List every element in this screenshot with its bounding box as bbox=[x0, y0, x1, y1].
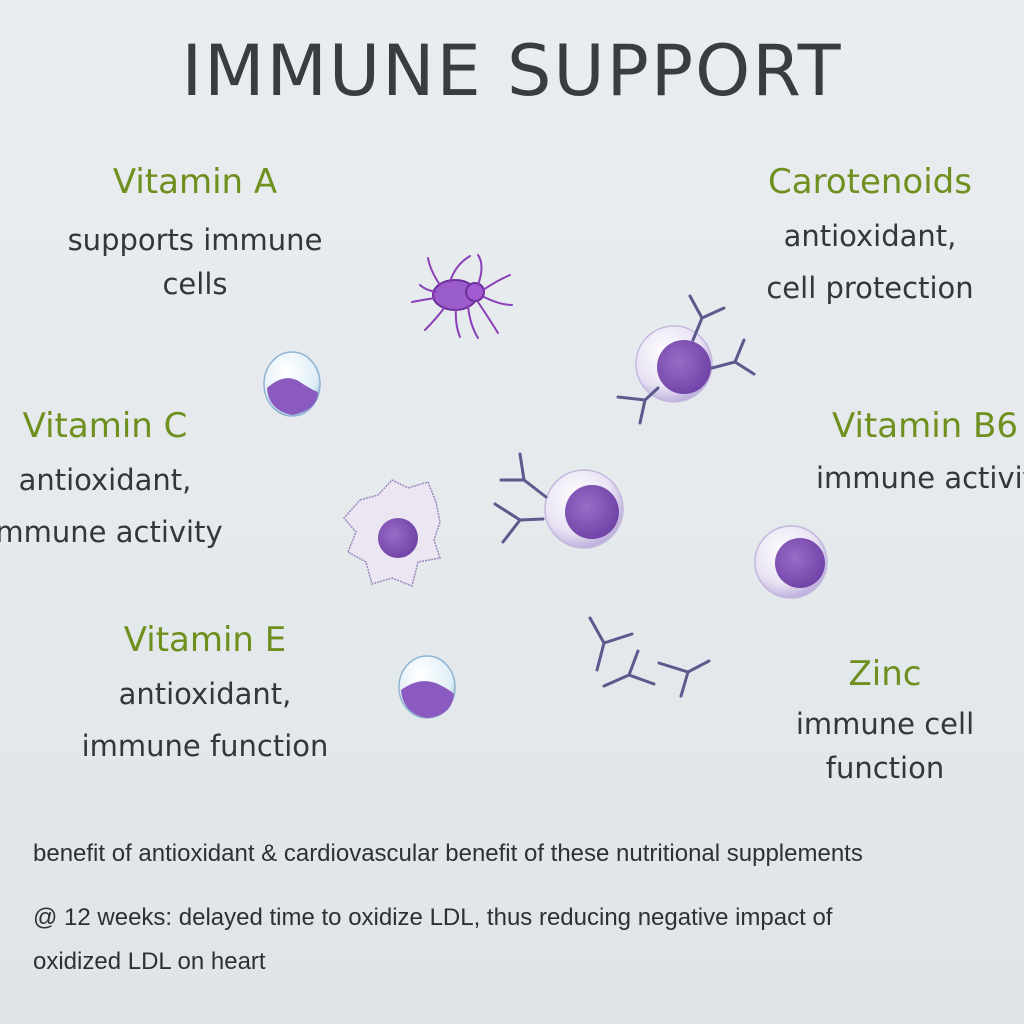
macrophage-cell-icon bbox=[343, 479, 441, 588]
nutrient-name: Zinc bbox=[848, 654, 922, 694]
page-title: IMMUNE SUPPORT bbox=[181, 30, 843, 112]
nutrient-name: Vitamin E bbox=[123, 620, 287, 660]
nutrient-desc: antioxidant, bbox=[783, 219, 957, 253]
nutrient-name: Vitamin B6 bbox=[831, 406, 1018, 446]
footer-note-benefit: benefit of antioxidant & cardiovascular … bbox=[33, 840, 863, 867]
antibody-icon bbox=[588, 616, 711, 698]
nutrient-vitamin-e: Vitamin E antioxidant, immune function bbox=[70, 618, 340, 772]
nutrient-vitamin-a: Vitamin A supports immune cells bbox=[40, 160, 350, 306]
nutrient-desc: immune activity bbox=[0, 515, 223, 549]
footer-note-ldl-cont: oxidized LDL on heart bbox=[33, 948, 266, 975]
nutrient-desc: cells bbox=[162, 267, 228, 301]
nutrient-desc: supports immune bbox=[67, 223, 323, 257]
nutrient-desc: cell protection bbox=[766, 271, 974, 305]
nutrient-desc: antioxidant, bbox=[118, 677, 292, 711]
nutrient-desc: immune activit bbox=[815, 461, 1024, 495]
nutrient-desc: function bbox=[825, 751, 945, 785]
nutrient-name: Vitamin A bbox=[112, 162, 278, 202]
nutrient-carotenoids: Carotenoids antioxidant, cell protection bbox=[740, 160, 1000, 314]
antibody-icon bbox=[616, 294, 756, 425]
antibody-icon bbox=[493, 452, 548, 544]
blood-cell-icon bbox=[398, 655, 456, 719]
nutrient-desc: immune cell bbox=[795, 707, 975, 741]
nutrient-desc: immune function bbox=[81, 729, 329, 763]
pathogen-icon bbox=[411, 254, 513, 339]
nutrient-name: Carotenoids bbox=[768, 162, 972, 202]
blood-cell-icon bbox=[263, 351, 321, 417]
nutrient-vitamin-b6: Vitamin B6 immune activit bbox=[805, 404, 1024, 500]
nutrient-vitamin-c: Vitamin C antioxidant, immune activity bbox=[0, 404, 225, 558]
nutrient-desc: antioxidant, bbox=[18, 463, 192, 497]
nutrient-name: Vitamin C bbox=[22, 406, 188, 446]
nutrient-zinc: Zinc immune cell function bbox=[780, 652, 990, 790]
lymphocyte-cell-icon bbox=[635, 325, 713, 403]
lymphocyte-cell-icon bbox=[544, 469, 624, 549]
lymphocyte-cell-icon bbox=[754, 525, 828, 599]
footer-note-ldl: @ 12 weeks: delayed time to oxidize LDL,… bbox=[33, 904, 833, 931]
